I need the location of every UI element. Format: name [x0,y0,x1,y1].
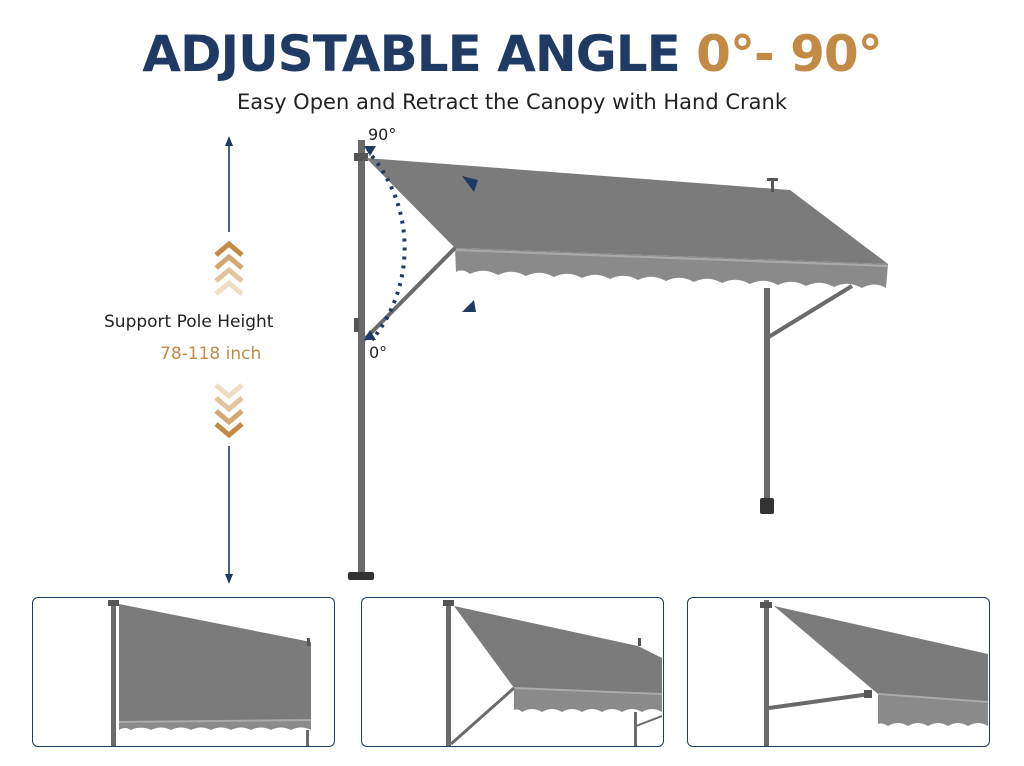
curved-arc-arrow-icon [364,146,478,342]
canopy-position-angled-panel [361,597,664,747]
canopy-top [366,158,888,264]
main-illustration [214,136,889,584]
pole-height-label: Support Pole Height [104,312,274,332]
subtitle: Easy Open and Retract the Canopy with Ha… [237,90,787,114]
support-pole-front [760,284,854,514]
support-pole [348,140,374,580]
canopy-valance [455,248,888,288]
angle-label-max: 90° [368,125,397,144]
chevron-up-icon [214,240,244,296]
double-arrow-vertical-icon [225,136,233,584]
angle-label-min: 0° [369,343,388,362]
canopy-position-vertical-panel [32,597,335,747]
pole-height-value: 78-118 inch [160,344,262,364]
canopy-position-extended-panel [687,597,990,747]
headline: ADJUSTABLE ANGLE 0°- 90° [0,22,1024,86]
chevron-down-icon [214,383,244,439]
headline-text: ADJUSTABLE ANGLE [142,25,680,83]
headline-accent: 0°- 90° [696,25,883,83]
